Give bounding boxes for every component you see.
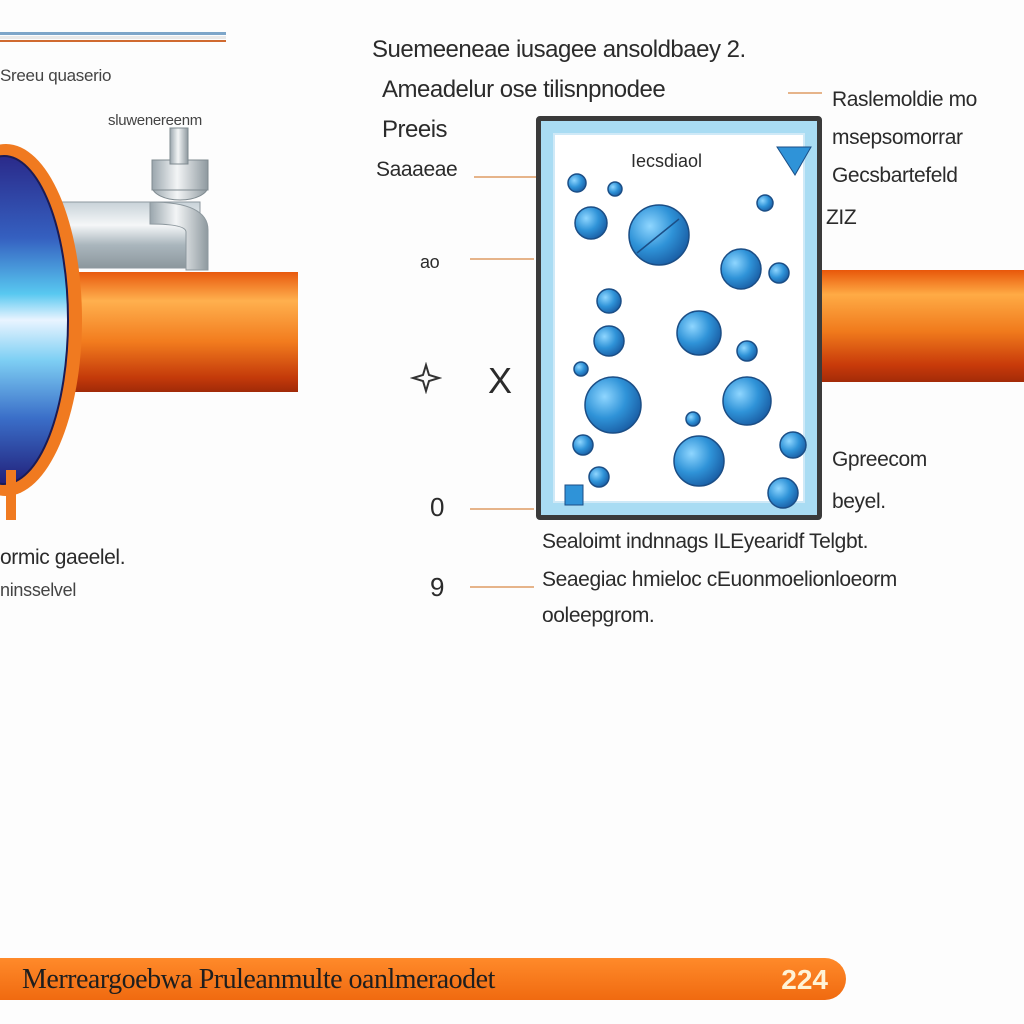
label-preeis: Preeis bbox=[382, 116, 448, 143]
inlet-pipe bbox=[60, 272, 298, 392]
diagram-title: Suemeeneae iusagee ansoldbaey 2. bbox=[372, 36, 746, 63]
valve-label: sluwenereenm bbox=[108, 112, 202, 129]
marker-ao: ao bbox=[420, 252, 440, 272]
left-header-label: Sreeu quaserio bbox=[0, 66, 112, 85]
header-strip bbox=[0, 32, 226, 42]
footer-bar: Merreargoebwa Pruleanmulte oanlmeraodet … bbox=[0, 958, 846, 1000]
right-label-6: beyel. bbox=[832, 490, 886, 513]
vessel-assembly bbox=[0, 127, 209, 520]
caption-2: Seaegiac hmieloc cEuonmoelionloeorm bbox=[542, 568, 897, 591]
right-label-2: msepsomorrar bbox=[832, 126, 963, 149]
caption-1: Sealoimt indnnags ILEyearidf Telgbt. bbox=[542, 530, 869, 553]
left-caption-line1: ormic gaeelel. bbox=[0, 546, 126, 569]
reactor-vessel: Iecsdiaol bbox=[536, 116, 822, 520]
leader-line bbox=[474, 176, 536, 178]
footer-text: Merreargoebwa Pruleanmulte oanlmeraodet bbox=[22, 964, 495, 995]
leader-line bbox=[470, 258, 534, 260]
leader-line bbox=[788, 92, 822, 94]
leader-line bbox=[470, 508, 534, 510]
right-label-3: Gecsbartefeld bbox=[832, 164, 958, 187]
leader-line bbox=[470, 586, 534, 588]
caption-3: ooleepgrom. bbox=[542, 604, 655, 627]
reactor-label: Iecsdiaol bbox=[631, 151, 703, 171]
right-label-5: Gpreecom bbox=[832, 448, 927, 471]
bubbles bbox=[564, 146, 812, 509]
sparkle-icon bbox=[410, 362, 442, 394]
marker-0: 0 bbox=[430, 492, 444, 522]
marker-9: 9 bbox=[430, 572, 444, 602]
right-label-4: ZIZ bbox=[826, 206, 857, 229]
label-saaaeae: Saaaeae bbox=[376, 158, 458, 181]
right-label-1: Raslemoldie mo bbox=[832, 88, 977, 111]
outlet-pipe bbox=[822, 270, 1024, 382]
diagram-subtitle: Ameadelur ose tilisnpnodee bbox=[382, 76, 666, 103]
reactor-chamber: Iecsdiaol bbox=[553, 133, 812, 509]
marker-x: X bbox=[488, 360, 513, 401]
footer-year: 224 bbox=[781, 964, 828, 995]
left-caption-line2: ninsselvel bbox=[0, 580, 77, 600]
